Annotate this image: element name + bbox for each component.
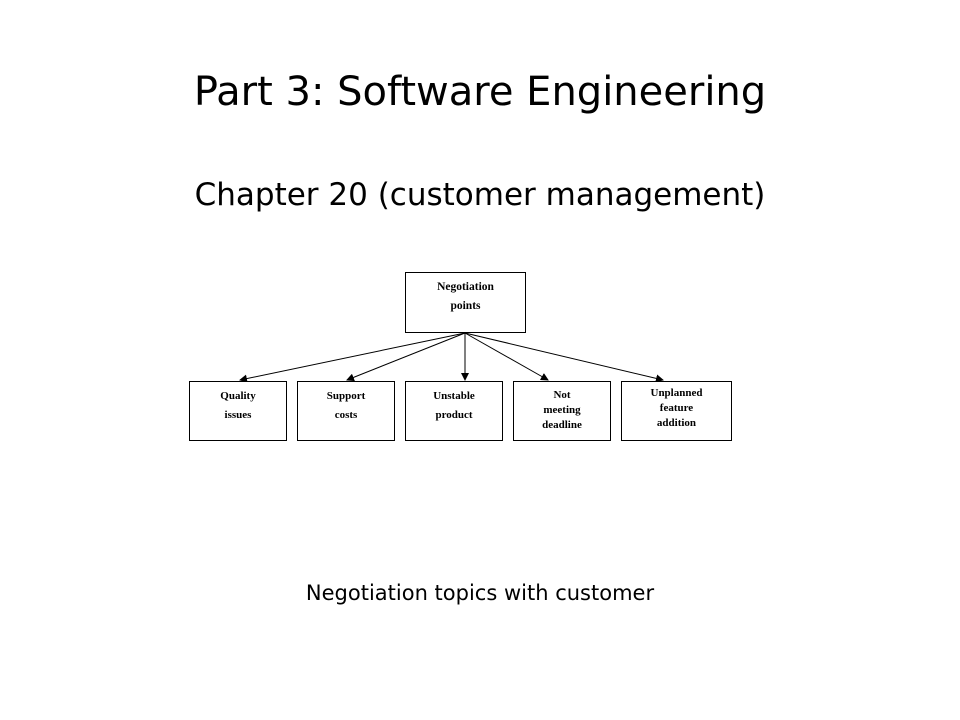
arrow-to-not-meeting-deadline [464, 332, 549, 381]
box-label-line: Not [553, 389, 571, 401]
slide-subtitle: Chapter 20 (customer management) [194, 177, 766, 213]
box-label-line: product [435, 409, 473, 421]
box-label-line: Unstable [433, 390, 475, 402]
box-label-line: Quality [220, 390, 256, 402]
box-label-line: addition [656, 417, 697, 429]
support-costs-box: Support costs [297, 381, 395, 441]
box-label-line: deadline [542, 419, 582, 431]
quality-issues-box: Quality issues [189, 381, 287, 441]
box-label-line: costs [334, 409, 358, 421]
not-meeting-deadline-box: Not meeting deadline [513, 381, 611, 441]
box-label-line: feature [659, 402, 694, 414]
box-label-line: Negotiation [437, 281, 494, 293]
arrow-to-unplanned-feature [464, 332, 664, 383]
box-label-line: Unplanned [650, 387, 703, 399]
negotiation-points-box: Negotiation points [405, 272, 526, 333]
box-label-line: points [450, 300, 481, 312]
box-label-line: meeting [543, 404, 581, 416]
slide-title: Part 3: Software Engineering [193, 69, 767, 115]
arrow-to-support-costs [346, 332, 466, 382]
diagram-caption: Negotiation topics with customer [305, 581, 655, 605]
arrow-to-quality-issues [239, 332, 466, 383]
unplanned-feature-addition-box: Unplanned feature addition [621, 381, 732, 441]
box-label-line: Support [326, 390, 366, 402]
unstable-product-box: Unstable product [405, 381, 503, 441]
box-label-line: issues [224, 409, 252, 421]
